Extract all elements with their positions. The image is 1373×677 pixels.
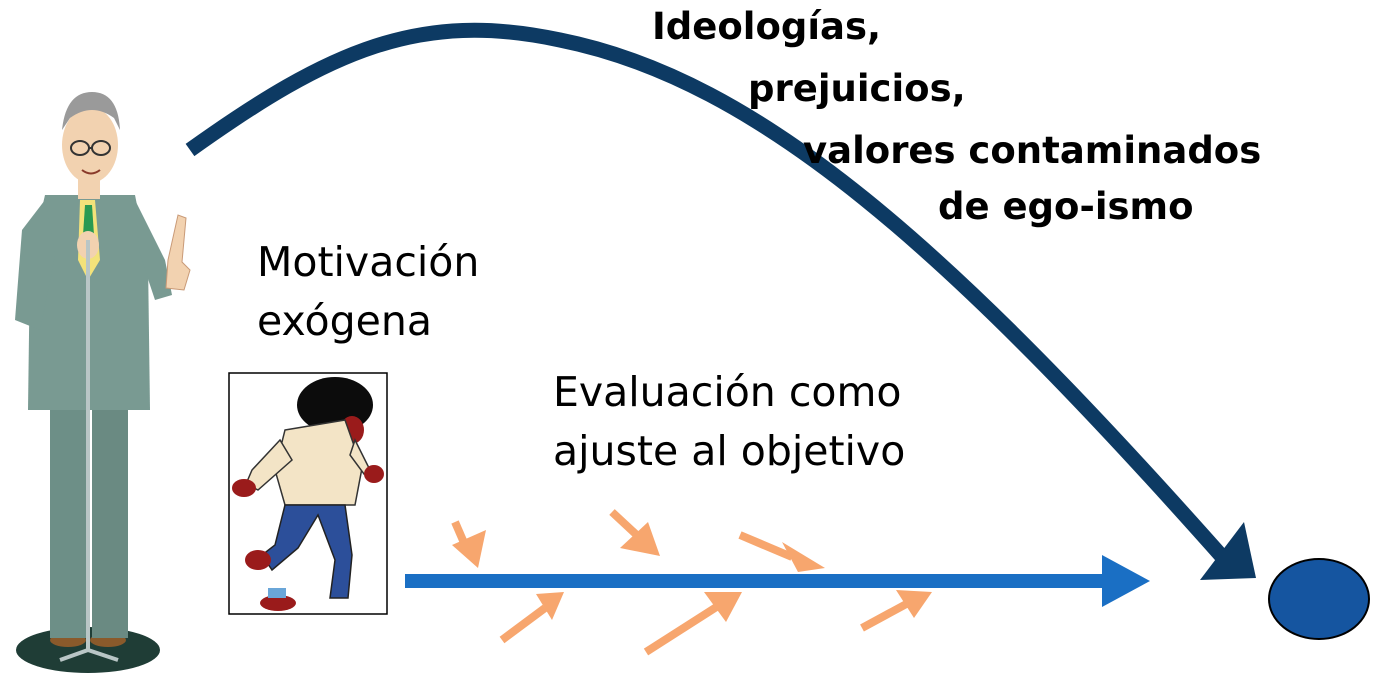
target-ellipse-icon: [1268, 558, 1370, 640]
curved-arrow: [185, 22, 1256, 580]
small-arrow: [643, 592, 742, 656]
top-text-line2: prejuicios,: [748, 67, 966, 110]
small-arrow: [499, 592, 564, 644]
small-arrow: [738, 531, 825, 572]
top-text-line3: valores contaminados: [803, 129, 1262, 172]
man-with-microphone-icon: [15, 92, 191, 673]
evaluation-line2: ajuste al objetivo: [553, 427, 906, 475]
running-child-icon: [228, 372, 388, 615]
small-arrow: [451, 520, 486, 568]
top-text-line1: Ideologías,: [652, 5, 882, 48]
motivation-line2: exógena: [257, 297, 432, 345]
top-text-line4: de ego-ismo: [938, 185, 1194, 228]
small-arrow: [609, 509, 660, 556]
orange-arrows: [451, 509, 932, 656]
motivation-line1: Motivación: [257, 238, 480, 286]
straight-arrow: [405, 555, 1150, 607]
evaluation-line1: Evaluación como: [553, 368, 902, 416]
small-arrow: [860, 590, 932, 632]
